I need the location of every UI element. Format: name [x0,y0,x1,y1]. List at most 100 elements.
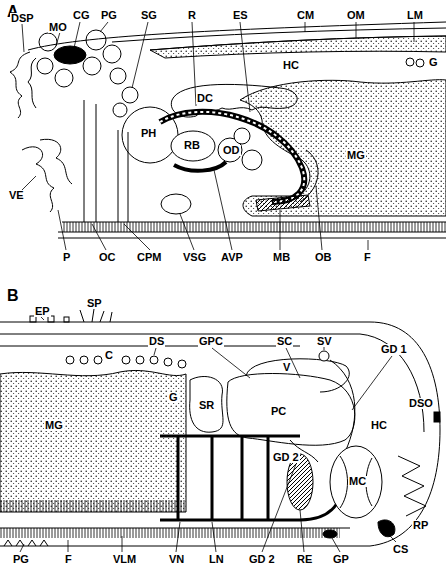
gonad-cell [416,59,424,67]
avp-band [174,162,226,171]
leader-line [390,536,396,542]
part-label: MB [272,252,291,263]
cell [122,356,130,364]
part-label: HC [370,420,388,431]
part-label: GD 1 [380,344,408,355]
velum [40,139,72,184]
leader-line [154,348,156,355]
part-label: VN [168,554,185,565]
oral-canal [84,100,96,222]
part-label: DSO [408,398,434,409]
velum [22,147,54,212]
salivary-gland [113,103,127,117]
leader-line [132,22,148,88]
gland-cell [39,33,57,51]
gland-cell [103,45,121,63]
dsp-fold [10,52,30,118]
part-label: AVP [220,252,244,263]
ventral-longitudinal-muscle [0,528,340,538]
part-label: EP [34,306,51,317]
foot-muscle [62,222,446,232]
part-label: G [428,57,439,68]
nerve-cords [160,436,346,520]
leader-line [92,224,106,250]
midgut [0,370,186,512]
leader-line [262,464,296,552]
ventral-wall [58,222,446,238]
gland-cell [37,58,53,74]
leader-line [280,210,281,250]
part-label: PG [12,554,30,565]
dorsal-sense-organ [434,412,440,422]
leader-line [20,544,24,552]
part-label: C [104,350,114,361]
gland-cell [86,30,106,50]
leader-line [305,22,306,32]
leader-line [300,510,304,552]
cell [150,356,158,364]
leader-line [100,22,108,32]
part-label: VSG [182,252,207,263]
odontophore [234,128,250,144]
mantle-cavity [330,446,382,518]
leader-line [22,176,36,190]
cell [164,358,172,366]
rp-folds [398,456,426,516]
leader-line [214,170,232,250]
part-label: DSP [10,13,35,24]
genital-duct [330,360,355,452]
part-label: VE [8,190,25,201]
part-label: OM [346,10,366,21]
part-label: CM [296,10,315,21]
mantle-fold [340,456,372,508]
panel-b-drawing [0,309,440,546]
part-label: RB [183,140,201,151]
leader-line [68,540,69,552]
part-label: GP [332,554,350,565]
leader-line [352,356,392,410]
gut-villi [0,500,186,512]
leader-line [212,348,250,378]
part-label: CPM [136,252,162,263]
esophagus-hatching [160,112,304,202]
leader-line [414,22,415,42]
leader-line [212,522,216,552]
part-label: PG [100,10,118,21]
part-label: PH [140,128,157,139]
panel-letter: B [6,288,20,304]
ob-line [300,150,318,202]
part-label: SV [316,336,333,347]
part-label: MG [44,420,64,431]
part-label: VLM [112,554,137,565]
part-label: SC [276,336,293,347]
seminal-receptacle [190,376,223,432]
part-label: F [363,252,372,263]
part-label: RP [412,520,429,531]
part-label: DC [196,93,214,104]
midgut [240,80,446,216]
cell [66,356,74,364]
leader-line [316,186,322,250]
odontophore [242,150,262,170]
cpm-tube [118,130,128,222]
gland-cell [110,68,126,84]
leader-line [22,24,24,52]
cell [178,360,186,368]
leader-line [58,210,66,250]
seminal-vesicle [319,351,329,361]
leader-lines-a [22,22,414,250]
part-label: GD 2 [248,554,276,565]
cs-structure [378,520,395,537]
part-label: PC [270,406,287,417]
leader-line [324,347,325,350]
part-label: CG [72,10,91,21]
spine [80,309,112,322]
panel-a-drawing [10,22,446,238]
gland-cell [55,69,73,87]
ventricle [246,359,349,392]
longitudinal-muscle [150,36,446,58]
part-label: SP [86,298,103,309]
part-label: OC [98,252,117,263]
